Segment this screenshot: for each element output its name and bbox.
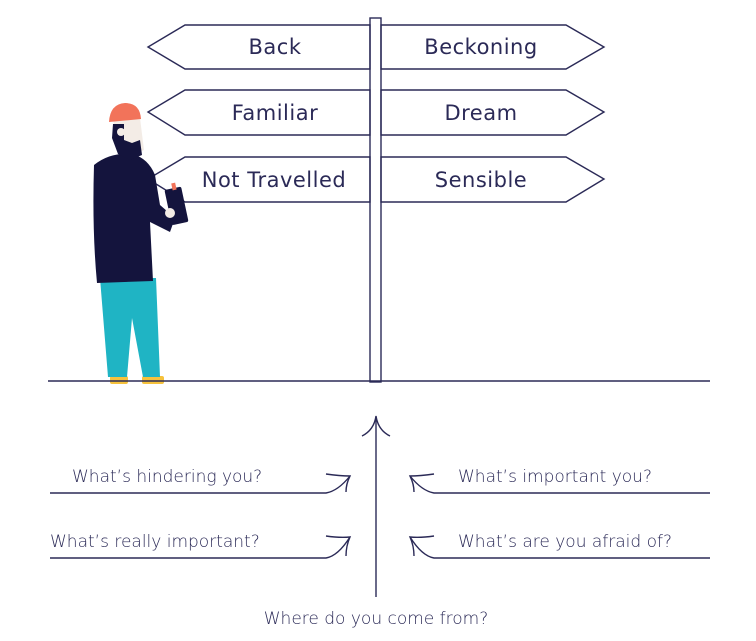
pants (100, 278, 160, 377)
sign-left-back: Back (146, 24, 371, 70)
sign-left-not-travelled: Not Travelled (146, 156, 371, 203)
hat (109, 103, 141, 122)
branch-right-bottom: What’s are you afraid of? (408, 532, 710, 559)
question-right-bottom: What’s are you afraid of? (458, 532, 672, 552)
sign-right-sensible: Sensible (380, 156, 606, 203)
question-left-top: What’s hindering you? (72, 467, 262, 487)
ear (117, 128, 125, 136)
jacket (93, 153, 175, 283)
branch-right-top: What’s important you? (408, 467, 710, 494)
shoe-left (110, 376, 128, 384)
sign-label-not-travelled: Not Travelled (202, 168, 346, 192)
hand (165, 208, 175, 218)
branch-arrowhead-icon (325, 535, 352, 557)
shoe-right (142, 376, 164, 384)
branch-arrowhead-icon (325, 473, 352, 493)
sign-label-back: Back (249, 35, 302, 59)
question-origin: Where do you come from? (264, 609, 489, 629)
sign-label-sensible: Sensible (435, 168, 527, 192)
branch-left-top: What’s hindering you? (50, 467, 352, 494)
question-left-bottom: What’s really important? (50, 532, 260, 552)
sign-left-familiar: Familiar (146, 89, 371, 136)
sign-right-beckoning: Beckoning (380, 24, 606, 70)
person-illustration (93, 103, 189, 384)
branch-arrowhead-icon (408, 535, 435, 557)
branch-left-bottom: What’s really important? (50, 532, 352, 559)
sign-label-familiar: Familiar (232, 101, 318, 125)
sign-label-dream: Dream (444, 101, 517, 125)
central-arrowhead-icon (361, 415, 391, 437)
signpost-pole (369, 17, 382, 383)
question-right-top: What’s important you? (458, 467, 652, 487)
sign-label-beckoning: Beckoning (424, 35, 537, 59)
branch-arrowhead-icon (408, 473, 435, 493)
notebook-bookmark (171, 182, 177, 191)
sign-right-dream: Dream (380, 89, 606, 136)
